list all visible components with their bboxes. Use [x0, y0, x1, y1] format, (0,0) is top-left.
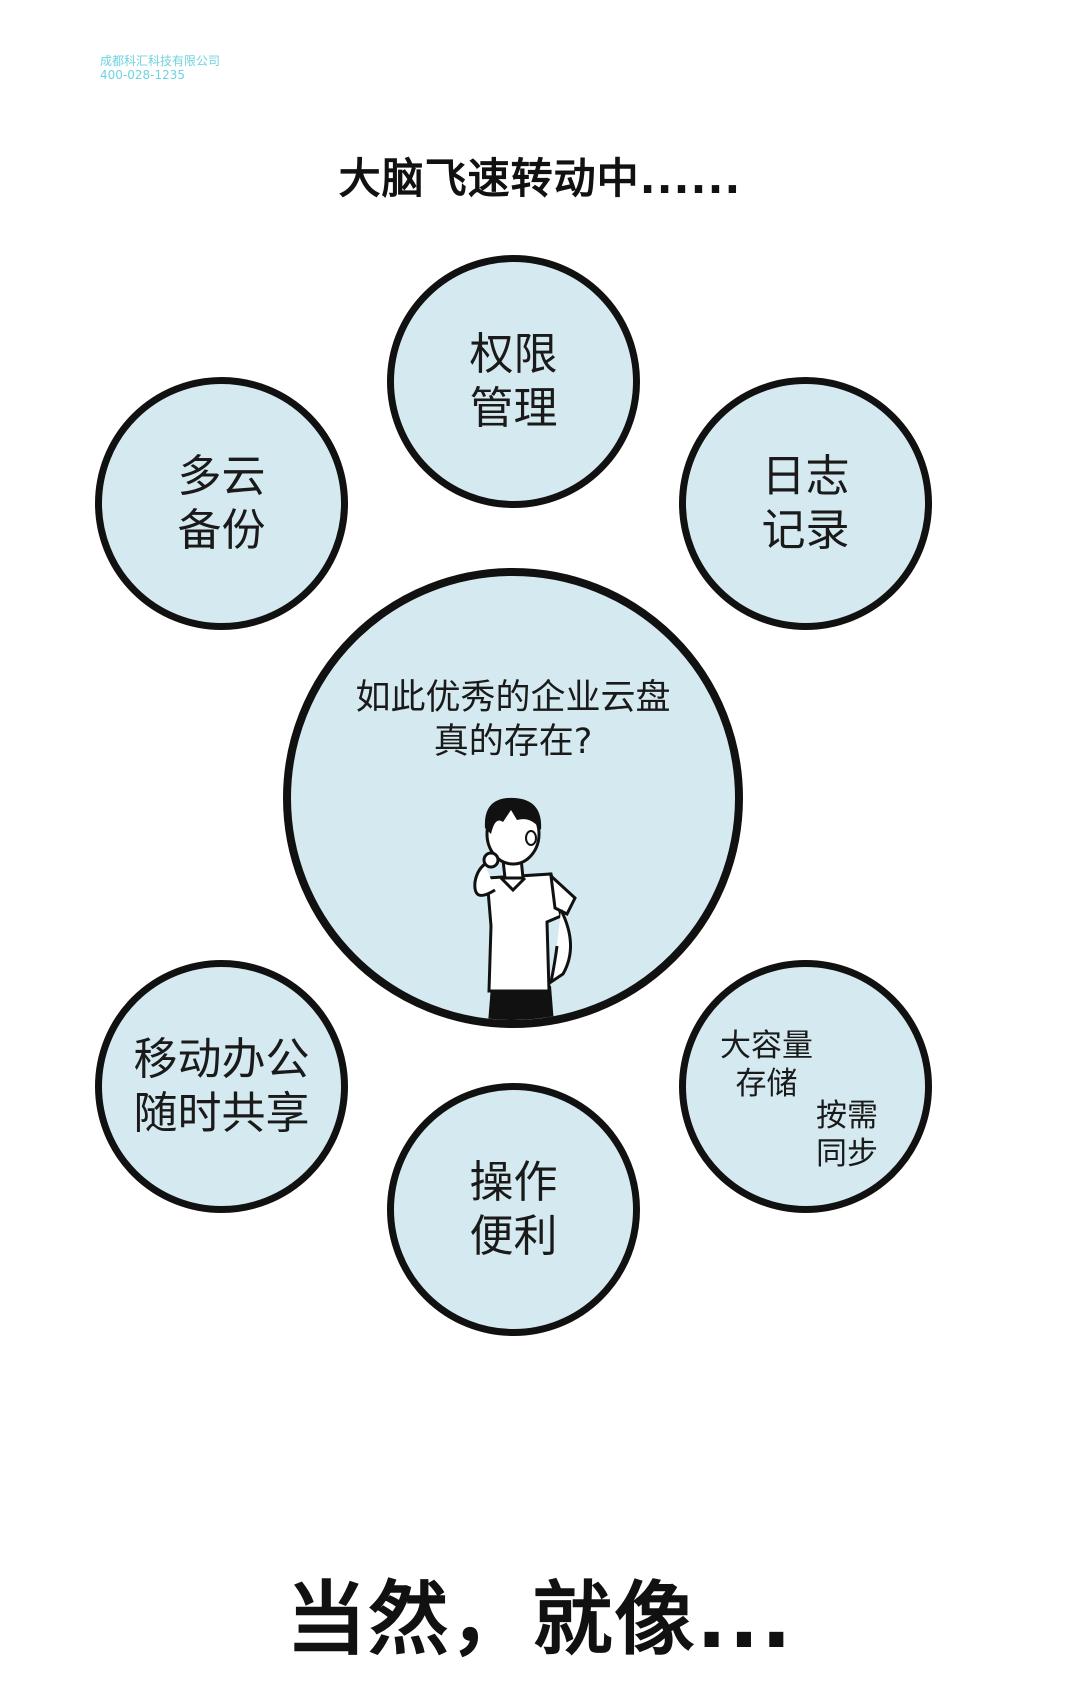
bubble-easy-operation: 操作 便利 [387, 1083, 640, 1336]
bubble-permissions: 权限 管理 [387, 255, 640, 508]
bubble-mobile-office: 移动办公 随时共享 [95, 960, 348, 1213]
bubble-logs: 日志 记录 [679, 377, 932, 630]
punchline: 当然，就像... [0, 1555, 1080, 1671]
watermark-company: 成都科汇科技有限公司 [100, 54, 220, 68]
bubble-mobile-label: 移动办公 随时共享 [134, 1033, 310, 1141]
bubble-multicloud-backup: 多云 备份 [95, 377, 348, 630]
bubble-sync-label: 按需 同步 [816, 1097, 878, 1173]
bubble-easy-label: 操作 便利 [470, 1156, 558, 1264]
watermark-phone: 400-028-1235 [100, 68, 220, 82]
bubble-storage-sync: 大容量 存储 按需 同步 [679, 960, 932, 1213]
center-question: 如此优秀的企业云盘 真的存在? [291, 676, 735, 764]
bubble-logs-label: 日志 记录 [762, 450, 850, 558]
bubble-storage-label: 大容量 存储 [720, 1027, 813, 1103]
bubble-permissions-label: 权限 管理 [470, 328, 558, 436]
headline: 大脑飞速转动中...... [0, 145, 1080, 206]
center-bubble: 如此优秀的企业云盘 真的存在? [283, 568, 743, 1028]
watermark: 成都科汇科技有限公司 400-028-1235 [100, 54, 220, 82]
thinking-boy-illustration [451, 786, 591, 1028]
bubble-multicloud-label: 多云 备份 [178, 450, 266, 558]
